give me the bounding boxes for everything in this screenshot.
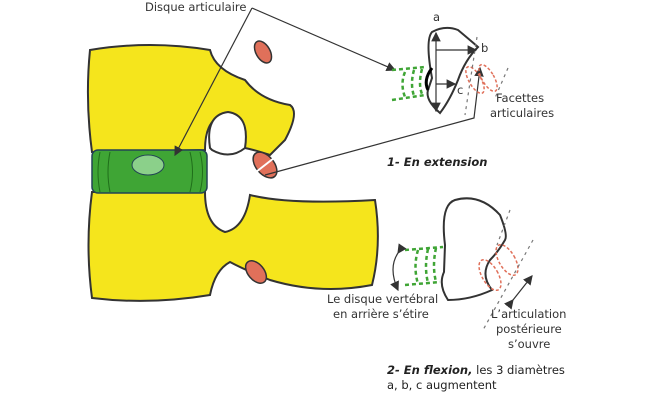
caption-flexion: 2- En flexion, les 3 diamètres xyxy=(387,363,565,377)
label-b: b xyxy=(481,41,488,55)
caption-flexion-title: 2- En flexion, xyxy=(387,363,473,377)
label-joint-open-1: L’articulation xyxy=(491,307,566,321)
extension-detail xyxy=(391,26,509,116)
label-a: a xyxy=(433,10,440,24)
label-joint-open-2: postérieure xyxy=(496,322,562,336)
label-disc-stretch-2: en arrière s’étire xyxy=(333,307,429,321)
caption-extension: 1- En extension xyxy=(387,155,487,169)
facet-lower xyxy=(244,260,268,284)
caption-flexion-line2: a, b, c augmentent xyxy=(387,378,497,392)
lower-vertebra xyxy=(87,191,379,302)
label-c: c xyxy=(457,83,463,97)
label-facets-1: Facettes xyxy=(496,91,544,105)
label-facets-2: articulaires xyxy=(490,106,554,120)
facet-upper xyxy=(253,40,273,64)
label-joint-open-3: s’ouvre xyxy=(508,337,550,351)
intervertebral-foramen xyxy=(208,110,247,156)
caption-flexion-rest: les 3 diamètres xyxy=(473,363,565,377)
label-disc-stretch-1: Le disque vertébral xyxy=(327,292,438,306)
flexion-detail xyxy=(390,197,534,331)
label-disc: Disque articulaire xyxy=(145,0,246,14)
nucleus-pulposus xyxy=(131,154,165,176)
